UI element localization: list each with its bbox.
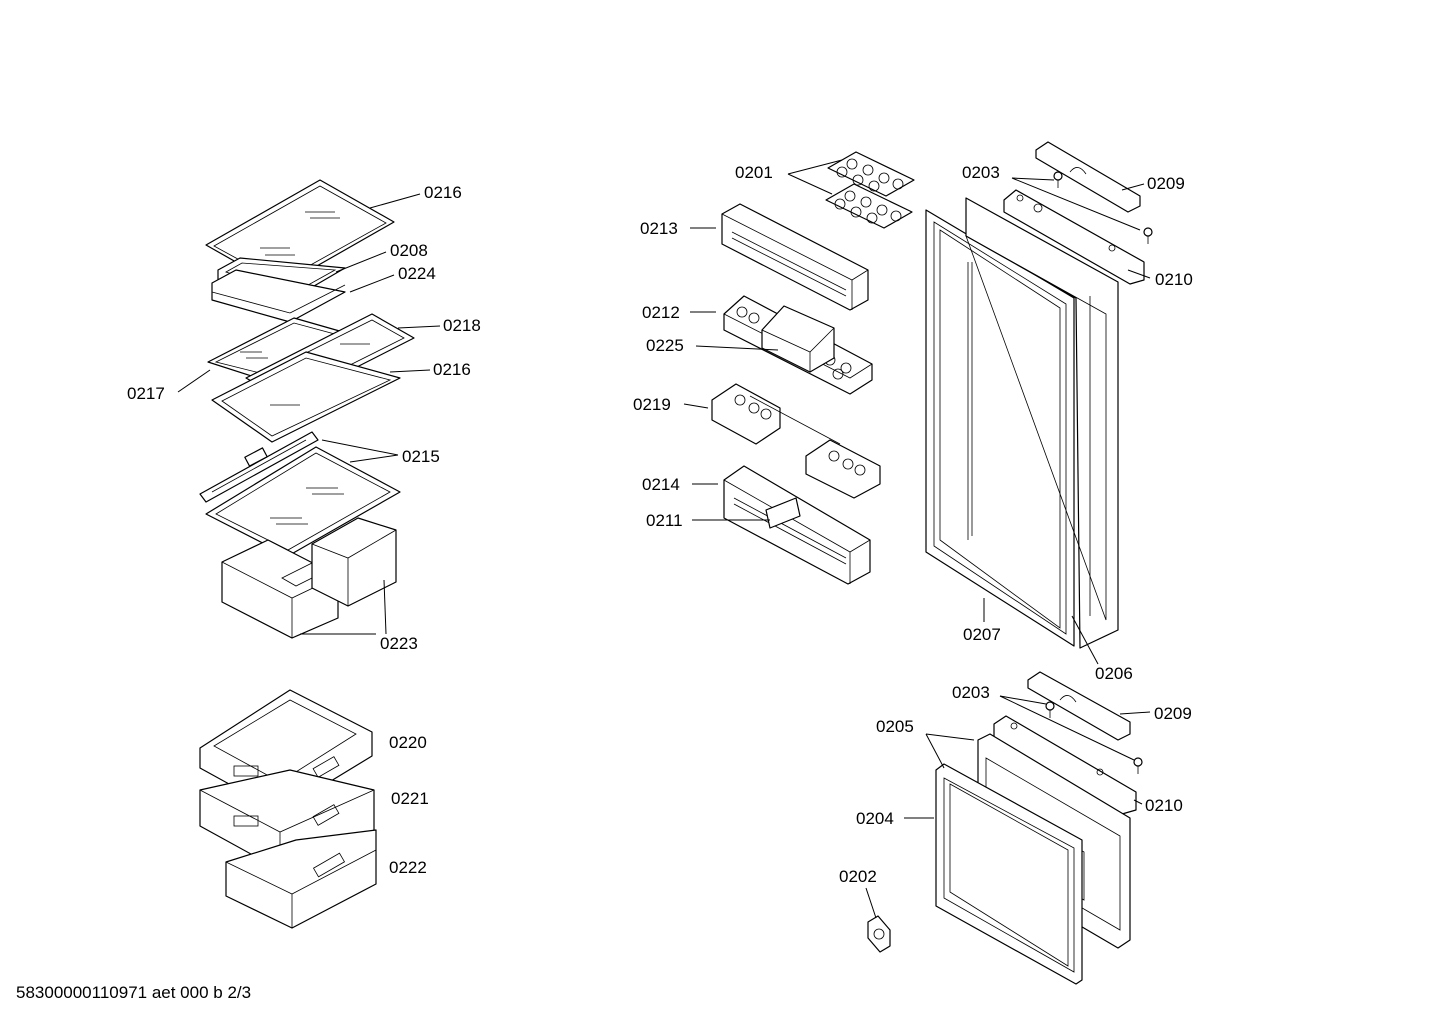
callout-0203-top: 0203 <box>962 163 1000 182</box>
hinge-bracket-0210-top <box>1003 189 1145 285</box>
drawing-code-footer: 58300000110971 aet 000 b 2/3 <box>16 983 251 1002</box>
callout-0222: 0222 <box>389 858 427 877</box>
freezer-drawer-0222 <box>225 829 377 929</box>
fridge-door-0206 <box>965 197 1119 649</box>
freezer-gasket-0204 <box>935 763 1083 985</box>
callout-0207: 0207 <box>963 625 1001 644</box>
door-gasket-0207 <box>925 209 1075 647</box>
hinge-cover-0209-lower <box>1027 671 1131 741</box>
butter-cover-0225 <box>761 305 835 373</box>
callout-0208: 0208 <box>390 241 428 260</box>
egg-tray-top <box>827 151 915 197</box>
callout-0210-top: 0210 <box>1155 270 1193 289</box>
callout-0216-lower: 0216 <box>433 360 471 379</box>
thermostat-knob-0202 <box>867 915 891 953</box>
callout-0225: 0225 <box>646 336 684 355</box>
hinge-cover-0209-top <box>1035 141 1141 213</box>
callout-0211: 0211 <box>646 511 683 530</box>
egg-tray-bottom <box>825 183 913 229</box>
callout-0202: 0202 <box>839 867 877 886</box>
callout-0209-lower: 0209 <box>1154 704 1192 723</box>
shelf-tray-0224 <box>211 269 346 323</box>
screw-0203-top-b <box>1143 227 1153 244</box>
door-bin-0214 <box>723 465 871 585</box>
callout-0215: 0215 <box>402 447 440 466</box>
callout-0223: 0223 <box>380 634 418 653</box>
callout-0214: 0214 <box>642 475 680 494</box>
glass-shelf-0215 <box>199 431 401 557</box>
callout-0219: 0219 <box>633 395 671 414</box>
crisper-drawer-right <box>311 517 397 607</box>
callout-0206: 0206 <box>1095 664 1133 683</box>
callout-0205: 0205 <box>876 717 914 736</box>
callout-0221: 0221 <box>391 789 429 808</box>
callout-0204: 0204 <box>856 809 894 828</box>
crisper-drawer-left <box>221 539 339 639</box>
screw-0203-top-a <box>1053 171 1063 188</box>
callout-0203-lower: 0203 <box>952 683 990 702</box>
callout-0209-top: 0209 <box>1147 174 1185 193</box>
glass-shelf-lower <box>211 351 401 443</box>
bin-divider-0211 <box>765 497 801 529</box>
callout-0216-top: 0216 <box>424 183 462 202</box>
callout-0217: 0217 <box>127 384 165 403</box>
callout-0213: 0213 <box>640 219 678 238</box>
callout-0224: 0224 <box>398 264 436 283</box>
leader-lines <box>177 159 1151 919</box>
callout-0212: 0212 <box>642 303 680 322</box>
screw-0203-lower-b <box>1133 757 1143 774</box>
callout-labels: 0216 0208 0224 0218 0217 0216 0215 0223 … <box>127 163 1193 886</box>
door-bin-0219 <box>711 383 881 499</box>
callout-0218: 0218 <box>443 316 481 335</box>
callout-0201: 0201 <box>735 163 773 182</box>
callout-0220: 0220 <box>389 733 427 752</box>
screw-0203-lower-a <box>1045 701 1055 718</box>
door-bin-0213 <box>721 203 869 311</box>
callout-0210-lower: 0210 <box>1145 796 1183 815</box>
